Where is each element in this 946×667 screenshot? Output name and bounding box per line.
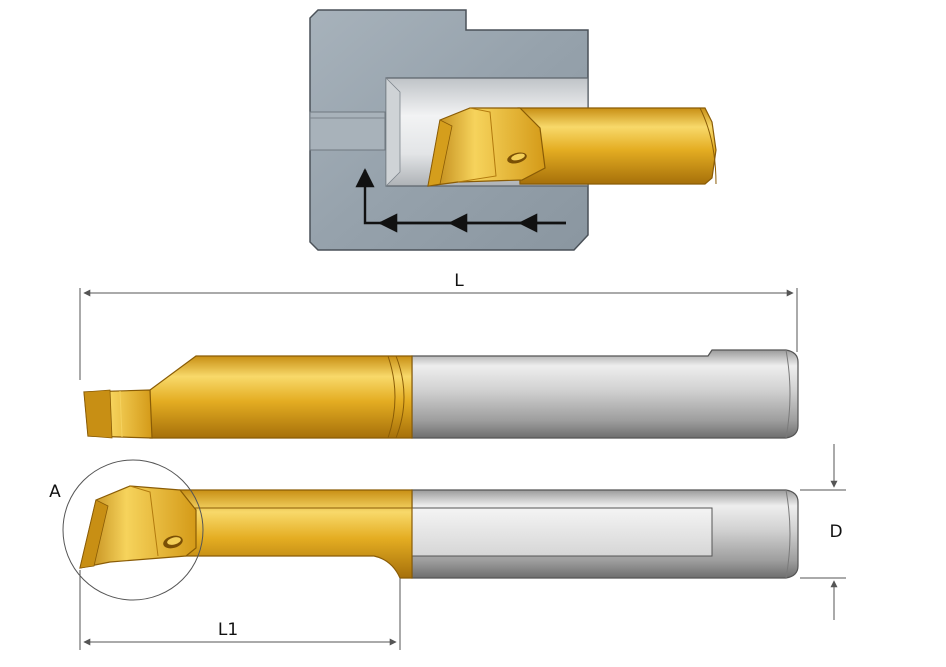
cutting-length-label: L1 [218, 620, 238, 640]
top-view-gold-neck [179, 489, 413, 579]
side-view-gold-neck [149, 355, 413, 439]
overall-length-label: L [454, 271, 464, 291]
coolant-hole-icon [507, 152, 527, 164]
tool-top-view: A [49, 459, 799, 601]
tool-side-view [83, 349, 799, 439]
bore-section-view [309, 9, 717, 251]
diameter-dimension: D [800, 444, 846, 620]
overall-length-dimension: L [79, 271, 798, 380]
feed-path-arrows-icon [355, 168, 566, 233]
top-view-shank-flat [411, 507, 713, 557]
boring-bar-shank [517, 107, 717, 185]
detail-circle [62, 459, 204, 601]
cutting-length-dimension: L1 [79, 570, 401, 650]
coolant-hole-icon [163, 535, 183, 549]
side-view-steel-shank [411, 349, 799, 439]
detail-label: A [49, 482, 61, 502]
diameter-label: D [829, 522, 842, 542]
